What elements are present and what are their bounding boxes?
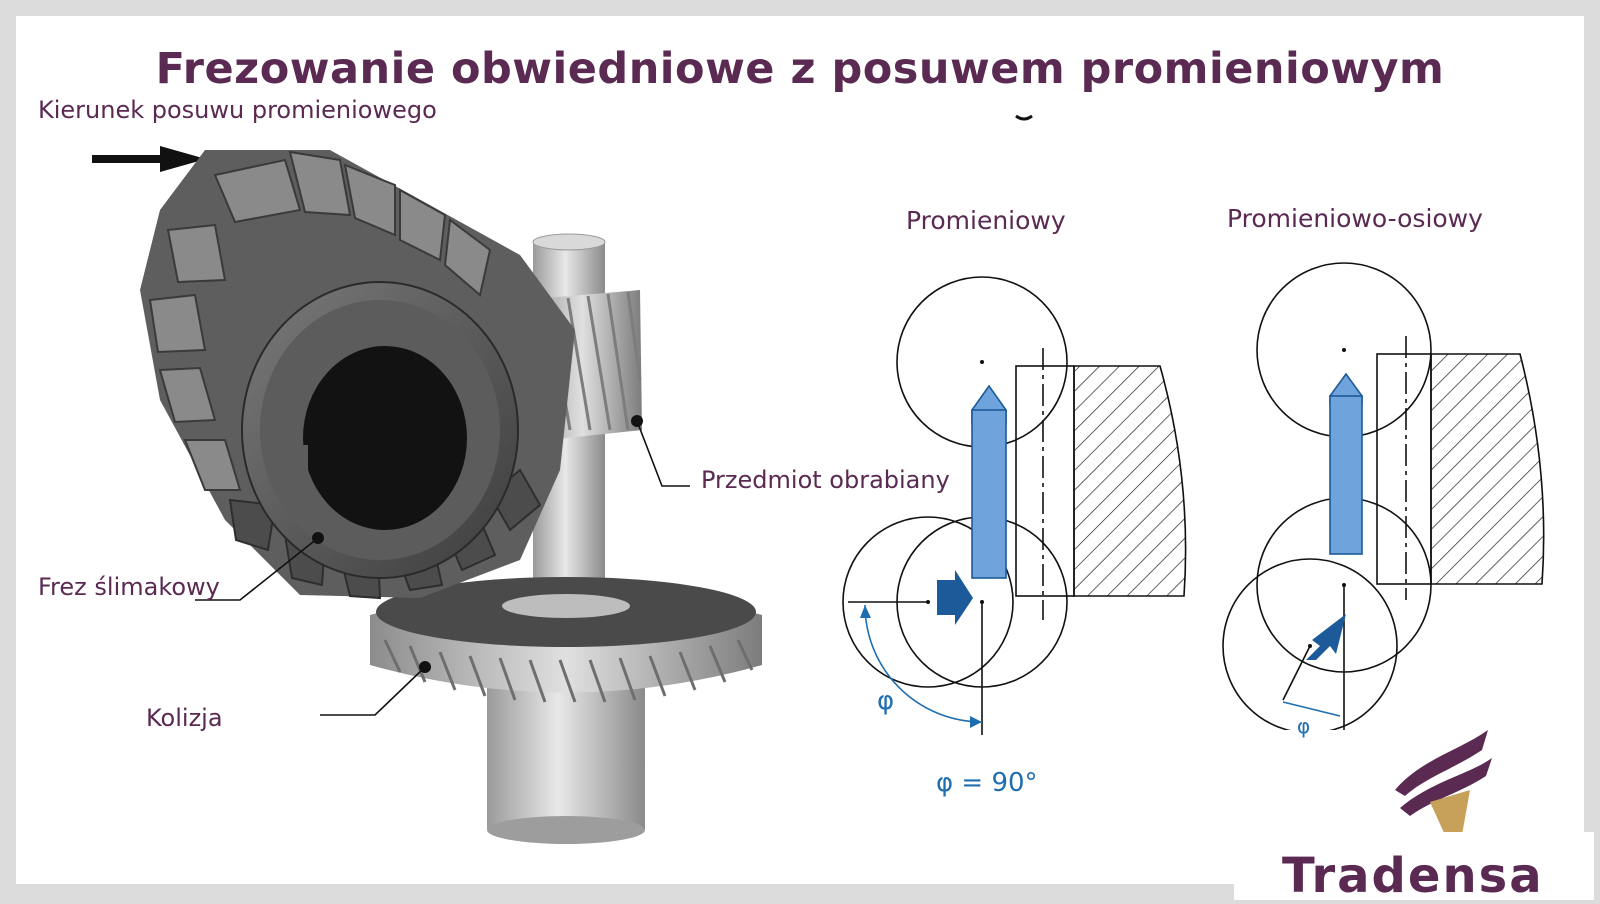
hob-cutter-label: Frez ślimakowy xyxy=(38,573,220,601)
radial-axial-mask xyxy=(1215,730,1415,770)
phi-value: φ = 90° xyxy=(936,768,1038,798)
radial-center-marks xyxy=(926,360,984,604)
workpiece-label: Przedmiot obrabiany xyxy=(701,466,950,494)
radial-angle-arrows xyxy=(860,605,982,728)
tradensa-logo-icon xyxy=(1395,730,1492,835)
radial-feed-diagram xyxy=(842,276,1075,735)
radial-axial-panel-title: Promieniowo-osiowy xyxy=(1227,204,1483,233)
leader-dots xyxy=(312,415,643,673)
radial-axial-feed-diagram xyxy=(1222,262,1432,734)
feed-direction-label: Kierunek posuwu promieniowego xyxy=(38,96,437,124)
logo-panel xyxy=(1234,832,1594,900)
radial-axial-center-marks xyxy=(1308,348,1346,648)
stray-mark xyxy=(1015,114,1033,121)
slide-title: Frezowanie obwiedniowe z posuwem promien… xyxy=(155,44,1445,94)
leader-lines xyxy=(195,420,690,716)
hob-cutter xyxy=(140,150,575,600)
phi-partial: φ xyxy=(1297,714,1311,738)
radial-arrows xyxy=(937,384,1007,625)
collision-gear xyxy=(370,577,762,844)
radial-panel-title: Promieniowy xyxy=(906,206,1066,235)
collision-label: Kolizja xyxy=(146,704,223,732)
radial-workpiece-hatched xyxy=(1073,365,1187,597)
brand-name: Tradensa xyxy=(1282,848,1544,904)
feed-arrow-icon xyxy=(92,146,206,172)
radial-axial-workpiece-hatched xyxy=(1430,353,1545,585)
phi-symbol: φ xyxy=(877,686,895,716)
radial-axial-arrows xyxy=(1306,372,1363,660)
